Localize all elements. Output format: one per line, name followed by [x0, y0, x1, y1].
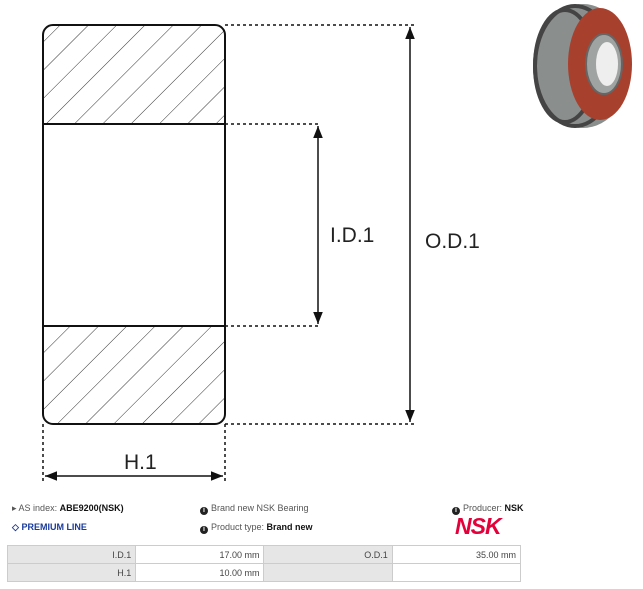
table-row: I.D.1 17.00 mm O.D.1 35.00 mm — [6, 545, 522, 564]
outer-diameter-label: O.D.1 — [425, 230, 480, 253]
premium-line-badge: ◇ PREMIUM LINE — [12, 522, 87, 532]
info-icon: i — [200, 507, 208, 515]
bearing-dimension-drawing — [42, 4, 632, 482]
spec-key: I.D.1 — [6, 545, 137, 564]
spec-value — [391, 563, 522, 582]
tags-icon: ▸ — [12, 503, 17, 513]
spec-value: 17.00 mm — [135, 545, 265, 564]
nsk-logo: NSK — [455, 513, 502, 539]
spec-key: H.1 — [6, 563, 137, 582]
bearing-bottom-section — [43, 326, 225, 424]
as-index: ▸ AS index: ABE9200(NSK) — [12, 503, 124, 513]
spec-value: 10.00 mm — [135, 563, 265, 582]
table-row: H.1 10.00 mm — [6, 563, 522, 582]
bearing-photo — [533, 4, 632, 128]
info-icon: i — [200, 526, 208, 534]
info-icon: i — [452, 507, 460, 515]
bearing-outline — [42, 24, 226, 425]
inner-diameter-label: I.D.1 — [330, 224, 375, 247]
spec-key — [263, 563, 393, 582]
specs-table: I.D.1 17.00 mm O.D.1 35.00 mm H.1 10.00 … — [6, 545, 522, 582]
diamond-icon: ◇ — [12, 522, 19, 532]
height-label: H.1 — [124, 451, 157, 474]
spec-key: O.D.1 — [263, 545, 393, 564]
spec-value: 35.00 mm — [391, 545, 522, 564]
bearing-top-section — [43, 25, 225, 124]
